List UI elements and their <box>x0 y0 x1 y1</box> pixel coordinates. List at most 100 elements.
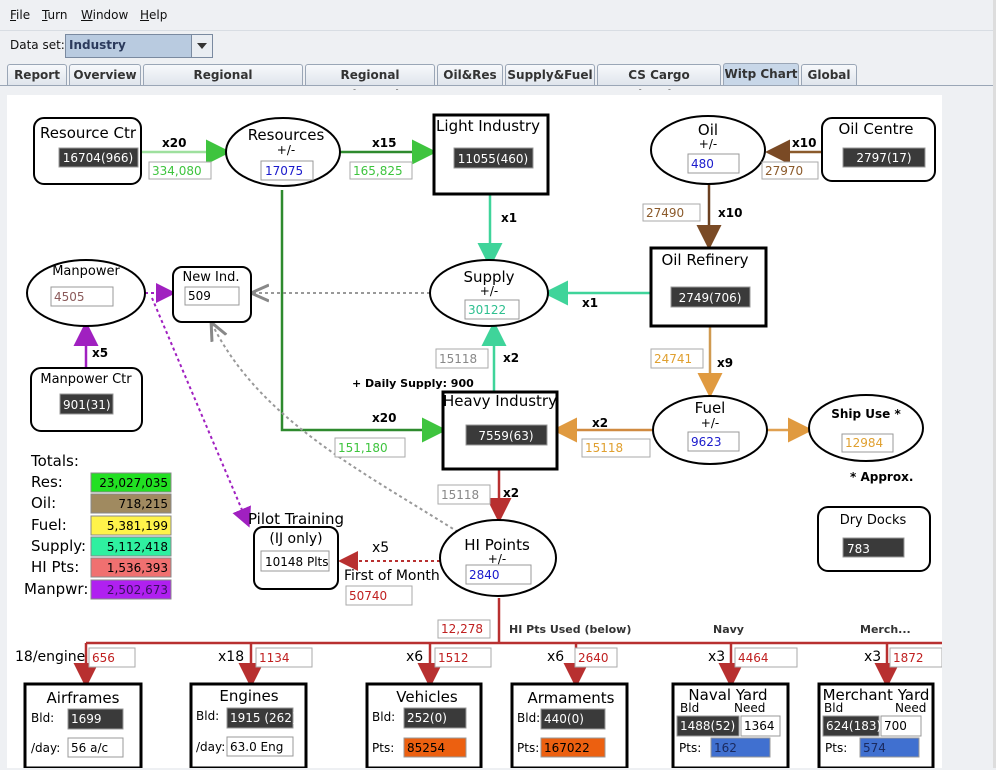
vehicles-multiplier: x6 <box>406 649 423 665</box>
menu-help[interactable]: Help <box>140 8 167 22</box>
dataset-value: Industry <box>69 38 126 52</box>
node-pilot-training: Pilot Training (IJ only) 10148 Plts <box>248 510 344 590</box>
armaments-bld-label: Bld: <box>517 711 540 725</box>
fuel-value: 9623 <box>691 435 722 449</box>
armaments-multiplier: x6 <box>547 649 564 665</box>
node-vehicles: Vehicles Bld: 252(0) Pts: 85254 <box>365 682 483 768</box>
resources-value: 17075 <box>265 164 303 178</box>
merchant-yard-need-head: Need <box>895 701 926 715</box>
engines-day-label: /day: <box>196 740 225 754</box>
engines-multiplier: x18 <box>218 649 244 665</box>
airframes-multiplier: 18/engine <box>15 649 85 665</box>
naval-yard-title: Naval Yard <box>688 686 767 704</box>
totals-title: Totals: <box>30 452 79 470</box>
totals-label-supply: Supply: <box>31 537 86 555</box>
tab-global[interactable]: Global <box>801 64 857 85</box>
node-dry-docks: Dry Docks 783 <box>817 506 931 572</box>
resources-flow-box <box>349 161 413 180</box>
tab-report[interactable]: Report <box>7 64 67 85</box>
naval-yard-pts-label: Pts: <box>679 741 701 755</box>
resource-ctr-title: Resource Ctr <box>40 124 137 142</box>
totals-label-fuel: Fuel: <box>31 516 67 534</box>
resources-multiplier: x15 <box>372 136 396 150</box>
arrow-hipts-newind <box>212 324 459 533</box>
vehicles-bld-label: Bld: <box>372 710 395 724</box>
oil-refinery-value: 2749(706) <box>679 291 742 305</box>
menu-file[interactable]: File <box>10 8 30 22</box>
airframes-title: Airframes <box>47 689 120 707</box>
airframes-bld-value: 1699 <box>71 712 102 726</box>
armaments-title: Armaments <box>527 689 614 707</box>
node-manpower: Manpower 4505 <box>26 259 146 327</box>
tab-witp-chart[interactable]: Witp Chart <box>723 63 799 86</box>
menu-turn[interactable]: Turn <box>42 8 67 22</box>
supply-hi-multiplier: x2 <box>503 351 519 365</box>
manpower-ctr-value: 901(31) <box>63 398 111 412</box>
airframes-flow-value: 656 <box>92 651 115 665</box>
node-manpower-ctr: Manpower Ctr 901(31) <box>30 367 143 432</box>
oil-ref-flow-box <box>642 203 701 222</box>
airframes-flow-box <box>88 647 136 668</box>
approx-note: * Approx. <box>850 470 913 484</box>
vehicles-flow-box <box>434 647 492 668</box>
naval-yard-need-value: 1364 <box>744 719 775 733</box>
totals-value-supply: 5,112,418 <box>107 540 168 554</box>
dataset-label: Data set: <box>10 38 65 52</box>
node-oil-refinery: Oil Refinery 2749(706) <box>649 246 768 328</box>
node-airframes: Airframes Bld: 1699 /day: 56 a/c <box>23 682 143 768</box>
chevron-down-icon[interactable] <box>191 35 212 57</box>
hi-hipts-multiplier: x2 <box>503 486 519 500</box>
new-ind-value: 509 <box>188 289 211 303</box>
armaments-pts-label: Pts: <box>517 741 539 755</box>
witp-chart: Resource Ctr 16704(966) x20 334,080 Reso… <box>7 95 942 768</box>
fuel-title: Fuel <box>695 399 726 417</box>
airframes-bld-label: Bld: <box>31 711 54 725</box>
light-industry-value: 11055(460) <box>458 152 528 166</box>
first-of-month-box <box>345 585 413 606</box>
tab-regional-ind-repair[interactable]: Regional Ind/Repair <box>305 64 435 102</box>
fuel-hi-flow-value: 15118 <box>585 441 623 455</box>
menu-turn-mnemonic: T <box>42 8 48 22</box>
totals-value-fuel: 5,381,199 <box>107 519 168 533</box>
menu-file-label: ile <box>16 8 31 22</box>
tab-oil-res[interactable]: Oil&Res <box>437 64 503 85</box>
engines-bld-label: Bld: <box>196 709 219 723</box>
oil-centre-title: Oil Centre <box>838 120 913 138</box>
fuel-sub: +/- <box>701 416 719 430</box>
light-industry-title: Light Industry <box>436 117 540 135</box>
tab-overview[interactable]: Overview <box>69 64 141 85</box>
manpower-value: 4505 <box>54 290 85 304</box>
totals-label-hipts: HI Pts: <box>31 558 79 576</box>
tab-cs-cargo-planning[interactable]: CS Cargo Planning <box>597 64 721 102</box>
naval-yard-flow-value: 4464 <box>738 651 769 665</box>
merchant-yard-multiplier: x3 <box>864 649 881 665</box>
armaments-flow-box <box>574 647 618 668</box>
res-ctr-flow-box <box>148 161 212 180</box>
heavy-industry-title: Heavy Industry <box>443 392 557 410</box>
mpctr-multiplier: x5 <box>92 346 108 360</box>
ref-supply-multiplier: x1 <box>582 296 598 310</box>
oil-value: 480 <box>691 157 714 171</box>
engines-flow-box <box>255 647 313 668</box>
tab-regional-fcty-resources[interactable]: Regional Fcty/Resources <box>143 64 303 102</box>
oil-title: Oil <box>698 121 718 139</box>
node-engines: Engines Bld: 1915 (262) /day: 63.0 Eng <box>189 682 308 768</box>
tab-supply-fuel[interactable]: Supply&Fuel <box>505 64 595 85</box>
oil-ref-multiplier: x10 <box>718 206 742 220</box>
node-armaments: Armaments Bld: 440(0) Pts: 167022 <box>510 682 629 768</box>
hi-points-value: 2840 <box>469 568 500 582</box>
dataset-select[interactable]: Industry <box>65 34 213 58</box>
menu-help-mnemonic: H <box>140 8 150 22</box>
resources-title: Resources <box>248 126 325 144</box>
menu-window[interactable]: Window <box>81 8 128 22</box>
armaments-flow-value: 2640 <box>578 651 609 665</box>
oil-centre-value: 2797(17) <box>856 151 911 165</box>
dry-docks-value: 783 <box>847 542 870 556</box>
merchant-yard-flow-box <box>889 647 942 668</box>
menu-bar: File Turn Window Help <box>0 0 996 31</box>
menu-turn-label: urn <box>47 8 68 22</box>
dry-docks-title: Dry Docks <box>840 513 907 528</box>
supply-sub: +/- <box>480 284 498 298</box>
manpower-title: Manpower <box>52 264 120 279</box>
node-hi-points: HI Points +/- 2840 <box>439 519 557 597</box>
